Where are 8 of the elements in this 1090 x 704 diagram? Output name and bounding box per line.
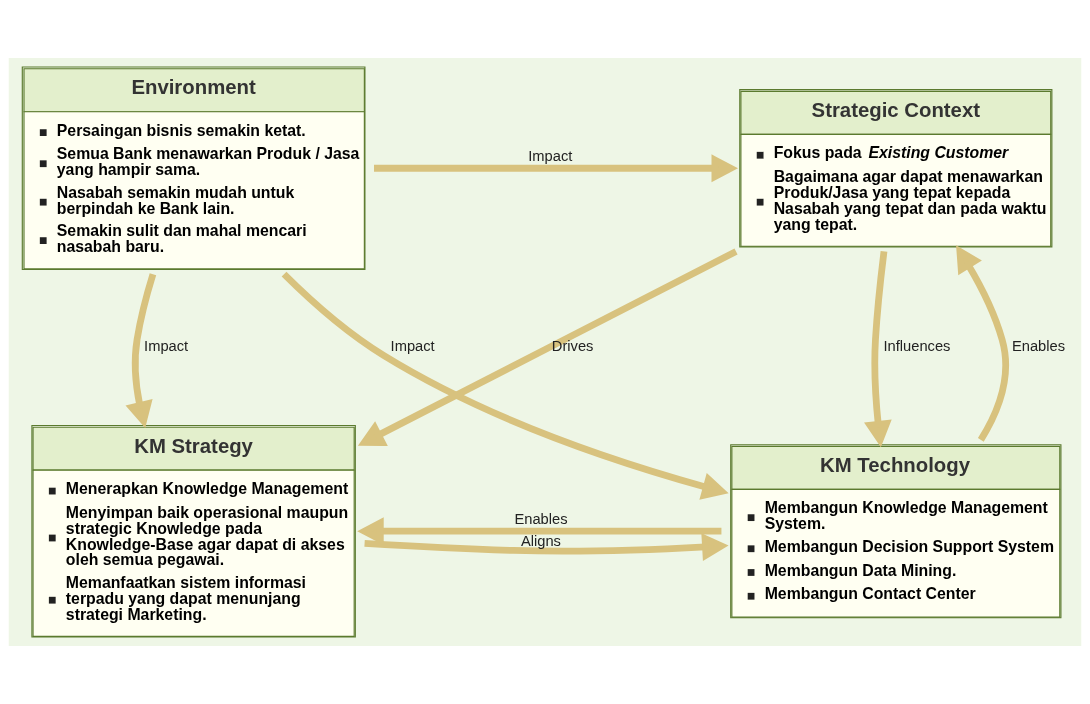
edge-label: Impact bbox=[144, 338, 189, 355]
edge-label: Impact bbox=[528, 147, 573, 164]
edge-label: Aligns bbox=[520, 533, 561, 550]
edge-label: Influences bbox=[883, 338, 951, 355]
edge-label: Impact bbox=[390, 338, 435, 355]
edge-label: Enables bbox=[514, 510, 568, 527]
edge-label: Drives bbox=[551, 338, 594, 355]
edge-label: Enables bbox=[1011, 338, 1066, 355]
